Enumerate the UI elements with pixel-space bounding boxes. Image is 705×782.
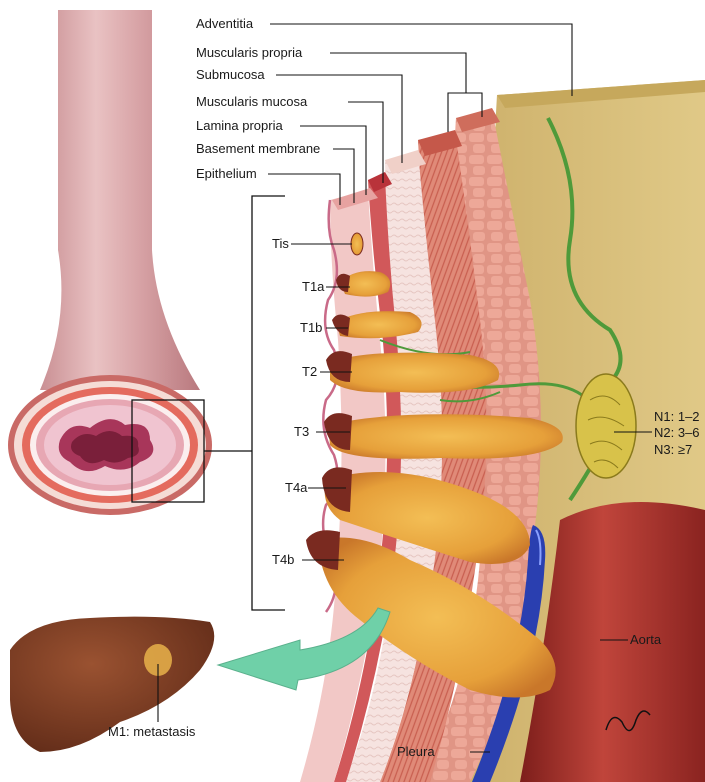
label-muscularis-propria: Muscularis propria	[196, 46, 302, 60]
label-n3: N3: ≥7	[654, 443, 692, 457]
esophagus-tube	[8, 10, 252, 515]
label-basement-membrane: Basement membrane	[196, 142, 320, 156]
label-submucosa: Submucosa	[196, 68, 265, 82]
label-lamina-propria: Lamina propria	[196, 119, 283, 133]
lymph-node	[576, 374, 636, 478]
label-tis: Tis	[272, 237, 289, 251]
label-t1a: T1a	[302, 280, 324, 294]
label-epithelium: Epithelium	[196, 167, 257, 181]
label-t3: T3	[294, 425, 309, 439]
t-stage-bracket	[252, 196, 285, 610]
label-t1b: T1b	[300, 321, 322, 335]
label-metastasis: M1: metastasis	[108, 725, 195, 739]
label-t2: T2	[302, 365, 317, 379]
label-pleura: Pleura	[397, 745, 435, 759]
label-t4b: T4b	[272, 553, 294, 567]
label-aorta: Aorta	[630, 633, 661, 647]
label-adventitia: Adventitia	[196, 17, 253, 31]
label-n2: N2: 3–6	[654, 426, 700, 440]
label-n1: N1: 1–2	[654, 410, 700, 424]
label-muscularis-mucosa: Muscularis mucosa	[196, 95, 307, 109]
label-t4a: T4a	[285, 481, 307, 495]
